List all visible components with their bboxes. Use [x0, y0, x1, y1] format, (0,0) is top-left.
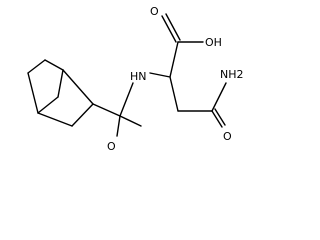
ring-bond-5 [37, 112, 73, 127]
ring-bond-1 [27, 59, 46, 74]
ring-bridge-1 [37, 96, 59, 114]
bond-carboxyl-c-double-o-a [161, 15, 177, 43]
amine-nh-label: HN [130, 70, 147, 83]
ring-bond-4 [71, 103, 94, 127]
ring-bridge-2 [57, 69, 64, 98]
bond-carboxyl-c-double-o-b [165, 13, 181, 41]
bond-quaternary-c-to-methyl [119, 115, 142, 127]
amide-o-label: O [223, 130, 232, 143]
norbornane-ring [27, 59, 94, 127]
ketone-o-label: O [107, 140, 116, 153]
bond-alpha-c-to-ch2 [169, 76, 179, 112]
chemical-structure: O OH HN NH2 O O [27, 5, 244, 153]
bond-nh-to-alpha-c [149, 72, 171, 78]
bond-ring-to-quaternary-c [92, 103, 121, 117]
bond-amide-c-to-nh2 [211, 82, 227, 112]
ring-bond-2 [44, 59, 64, 71]
ring-bond-3 [62, 69, 94, 105]
bond-amide-c-double-o-a [211, 110, 223, 128]
bond-amide-c-double-o-b [214, 108, 226, 126]
bond-quaternary-c-to-nh [119, 82, 134, 117]
bond-quaternary-c-to-ketone-o [116, 115, 121, 137]
amide-nh2-label: NH2 [220, 68, 244, 81]
bond-alpha-c-to-carboxyl-c [169, 41, 179, 78]
ring-bond-6 [27, 72, 39, 114]
carboxyl-oh-label: OH [205, 36, 222, 49]
carboxyl-double-o-label: O [150, 5, 159, 18]
